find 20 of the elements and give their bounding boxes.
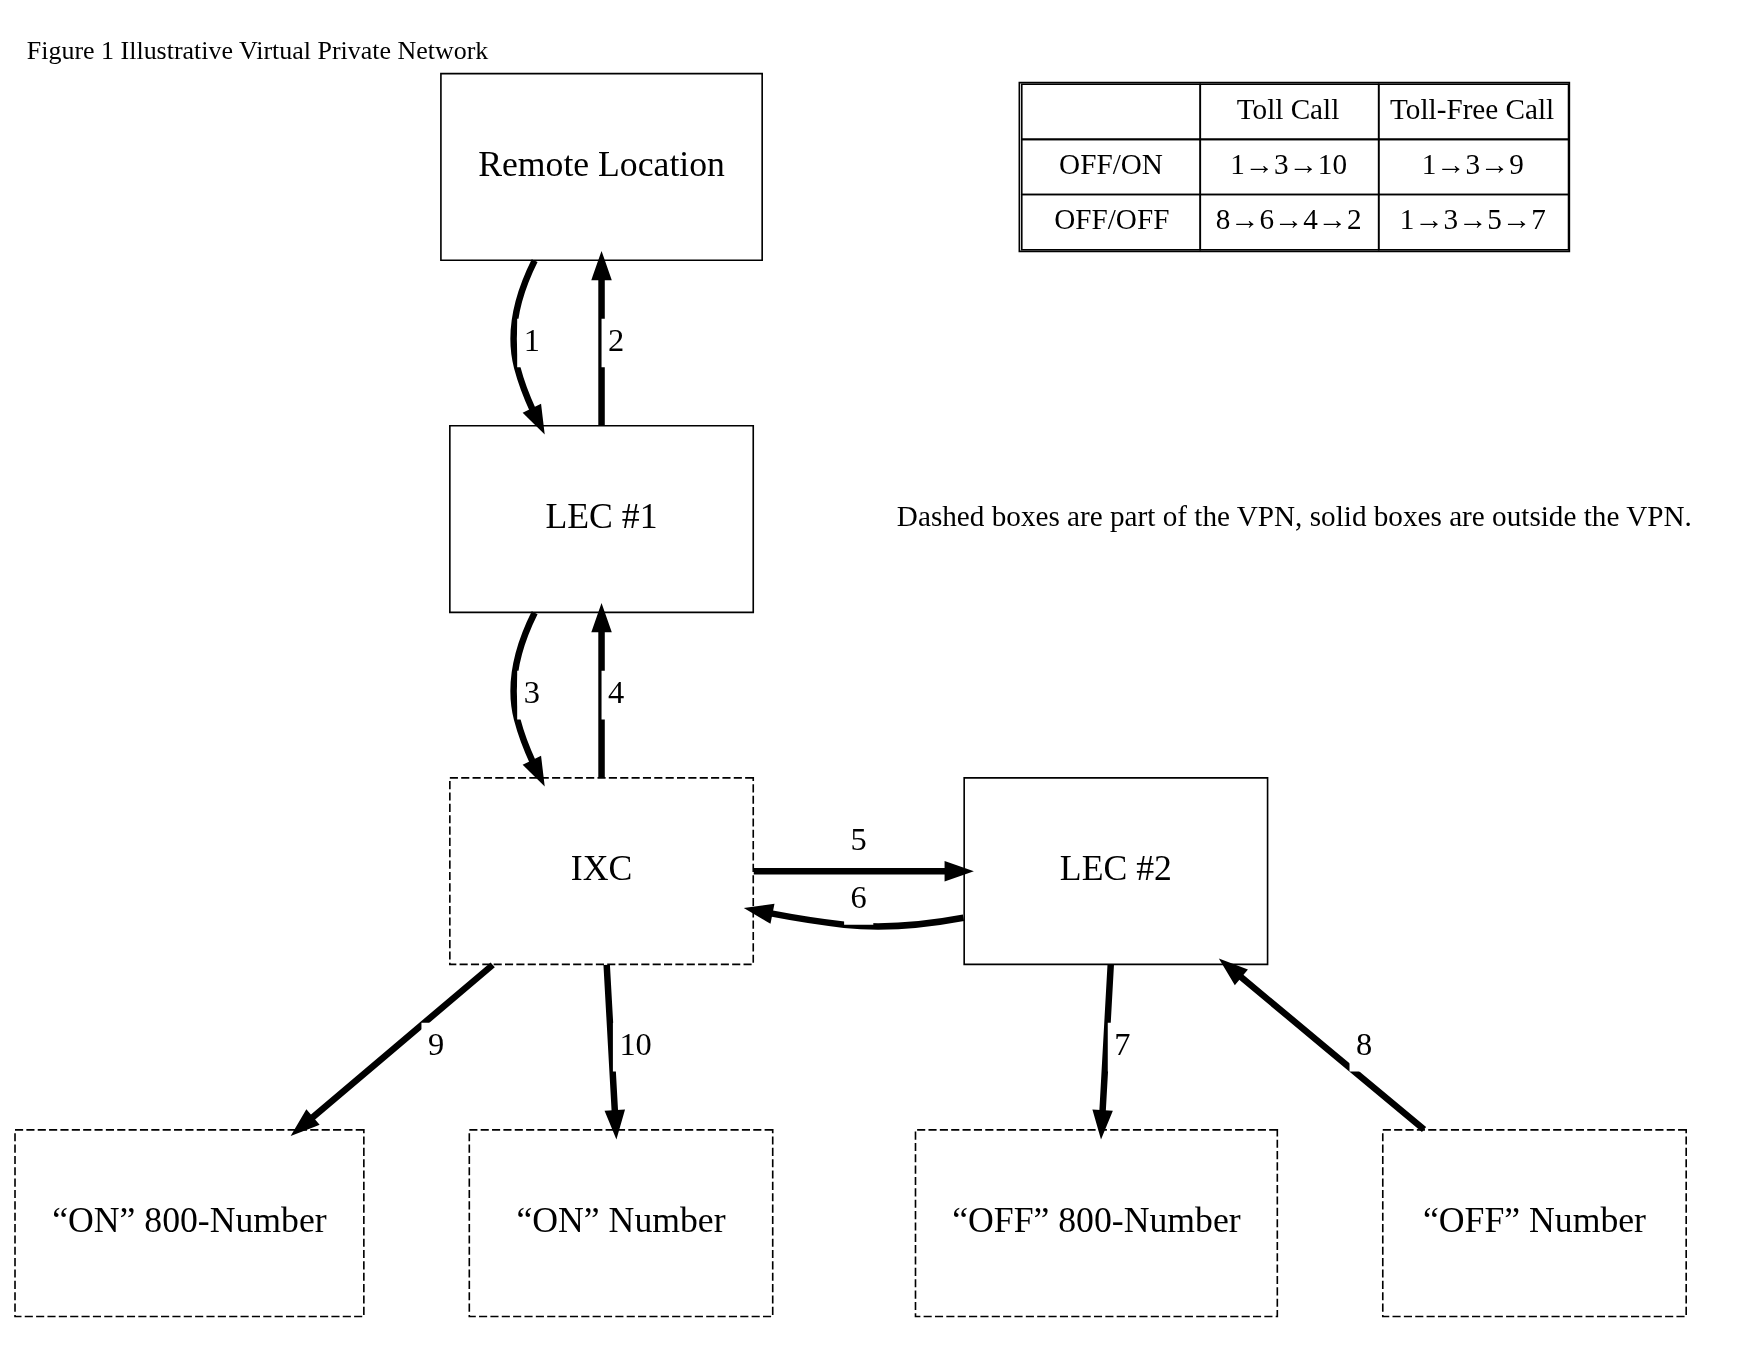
edge-label: 3	[523, 673, 540, 710]
label: Dashed boxes are part of the VPN, solid boxes are outside the VPN.	[896, 499, 1692, 532]
edge-label: 4	[608, 673, 625, 710]
edge-label: 5	[850, 820, 867, 857]
label: 1→3→9	[1421, 147, 1524, 180]
edge-label: 9	[427, 1025, 445, 1062]
label: Toll-Free Call	[1390, 92, 1555, 125]
label: 1→3→10	[1230, 147, 1348, 180]
edge-label: 2	[608, 321, 625, 358]
edge-label: 7	[1114, 1025, 1131, 1062]
label: OFF/OFF	[1054, 202, 1170, 235]
label: Toll Call	[1236, 92, 1340, 125]
edge-label: 8	[1356, 1025, 1373, 1062]
label: OFF/ON	[1059, 147, 1163, 180]
edge-label: 6	[850, 878, 867, 915]
edge-label: 10	[619, 1025, 652, 1062]
label: 8→6→4→2	[1215, 202, 1362, 235]
edge-label: 1	[523, 321, 540, 358]
diagram-title: Figure 1 Illustrative Virtual Private Network	[26, 35, 489, 65]
label: 1→3→5→7	[1399, 202, 1546, 235]
